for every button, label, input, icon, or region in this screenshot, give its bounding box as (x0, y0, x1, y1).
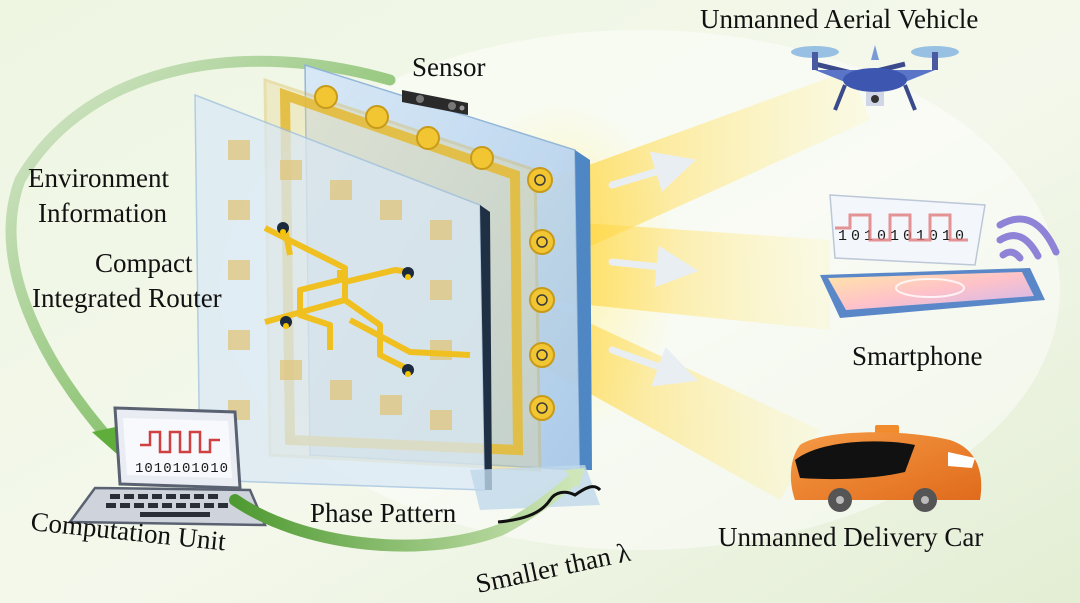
laptop-bits-text: 1010101010 (135, 461, 229, 477)
lambda-brace (497, 485, 602, 524)
sensor-icon (402, 90, 468, 115)
beam-to-car (530, 300, 820, 500)
phase-arrow (229, 472, 581, 552)
delivery-car-icon (790, 425, 982, 512)
beam-arrow-3 (608, 346, 698, 387)
beam-arrow-1 (608, 151, 697, 192)
laptop-icon: 1010101010 (67, 406, 267, 527)
router-label-line2: Integrated Router (32, 283, 222, 313)
drone-icon (791, 45, 959, 111)
environment-label-line2: Information (38, 198, 167, 228)
sensor-label: Sensor (412, 52, 486, 82)
wifi-wave-icon (996, 215, 1060, 262)
smartphone-label: Smartphone (852, 341, 983, 371)
smartphone-icon: 1010101010 (820, 194, 1045, 318)
phase-pattern-label: Phase Pattern (310, 498, 457, 528)
metasurface-stack (194, 63, 600, 510)
router-label-line1: Compact (95, 248, 193, 278)
uav-label: Unmanned Aerial Vehicle (700, 4, 979, 34)
beam-arrow-2 (608, 245, 699, 288)
delivery-car-label: Unmanned Delivery Car (718, 522, 984, 552)
environment-label-line1: Environment (28, 163, 169, 193)
feedback-arrow (5, 55, 396, 446)
